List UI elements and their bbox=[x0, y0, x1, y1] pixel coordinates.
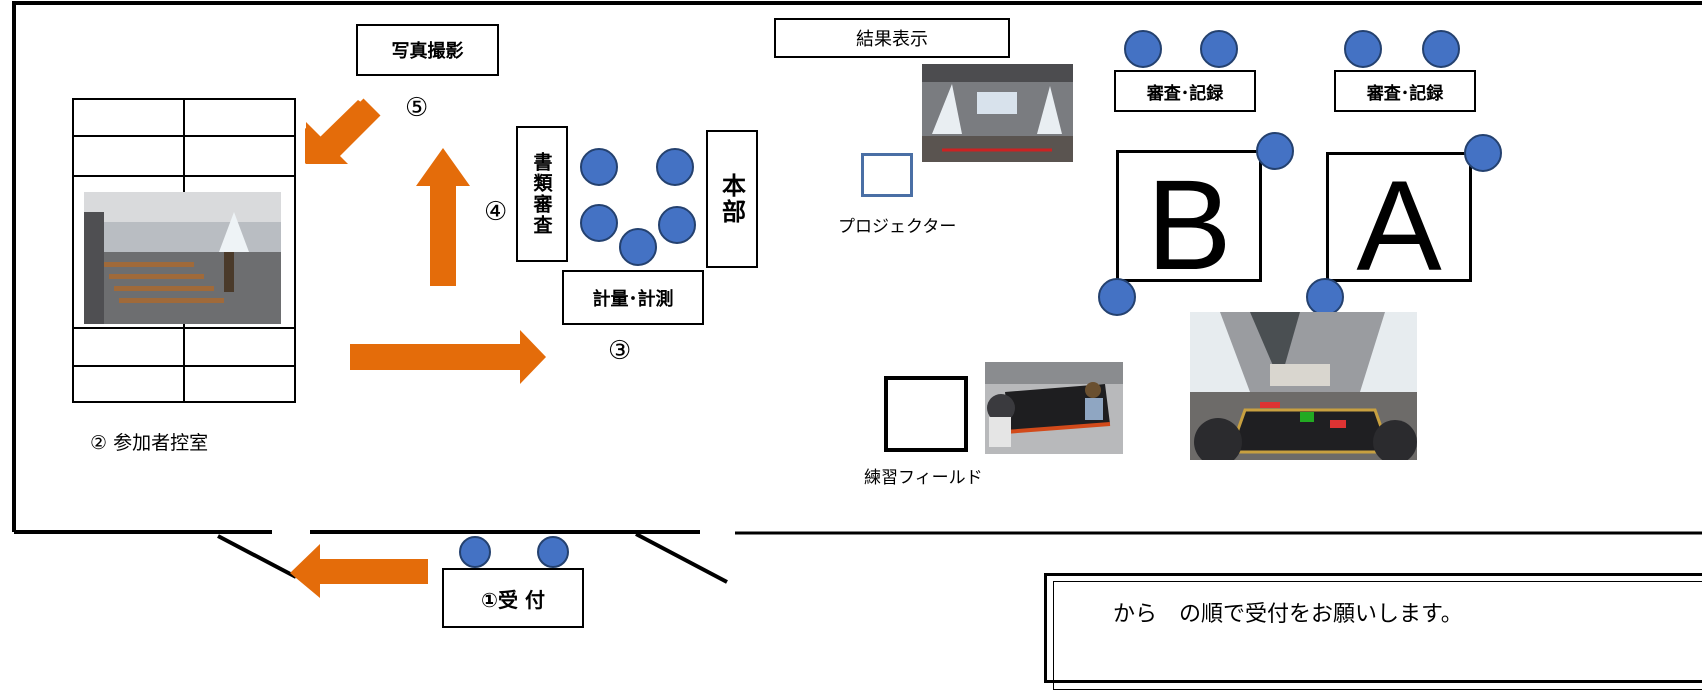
judge-record-desk-b: 審査･記録 bbox=[1114, 70, 1256, 112]
judge-dot bbox=[1344, 30, 1382, 68]
arrow-exit bbox=[290, 544, 428, 598]
document-review: 書類審査 bbox=[516, 126, 568, 262]
results-display-label: 結果表示 bbox=[856, 29, 928, 50]
floor-walls bbox=[12, 1, 1702, 584]
practice-photo bbox=[985, 362, 1123, 454]
staff-dot bbox=[580, 148, 618, 186]
notice-text: から の順で受付をお願いします。 bbox=[1113, 602, 1463, 627]
referee-dot bbox=[1464, 134, 1502, 172]
headquarters: 本部 bbox=[706, 130, 758, 268]
document-review-label: 書類審査 bbox=[530, 152, 553, 236]
projector-label: プロジェクター bbox=[838, 217, 957, 237]
staff-dot bbox=[656, 148, 694, 186]
field-b: B bbox=[1116, 150, 1262, 290]
staff-dot bbox=[537, 536, 569, 568]
arrow-up bbox=[416, 148, 470, 286]
photo-station: 写真撮影 bbox=[356, 24, 499, 76]
step-3-marker: ③ bbox=[608, 336, 632, 366]
results-display: 結果表示 bbox=[774, 18, 1010, 58]
practice-field bbox=[884, 376, 968, 452]
step-5-marker: ⑤ bbox=[405, 93, 429, 123]
headquarters-label: 本部 bbox=[717, 173, 746, 225]
referee-dot bbox=[1306, 278, 1344, 316]
field-a-label: A bbox=[1356, 155, 1442, 298]
projector-icon bbox=[861, 153, 913, 197]
staff-dot bbox=[459, 536, 491, 568]
step-4-marker: ④ bbox=[484, 197, 508, 227]
field-a: A bbox=[1326, 152, 1472, 291]
staff-dot bbox=[619, 228, 657, 266]
staff-dot bbox=[658, 206, 696, 244]
measurement-label: 計量･計測 bbox=[592, 288, 674, 310]
referee-dot bbox=[1256, 132, 1294, 170]
waiting-room-photo bbox=[84, 192, 281, 324]
judge-record-label-a: 審査･記録 bbox=[1366, 83, 1444, 104]
waiting-room-label: ② 参加者控室 bbox=[90, 432, 209, 454]
staff-dot bbox=[580, 204, 618, 242]
judge-dot bbox=[1200, 30, 1238, 68]
arrow-diagonal-clean bbox=[306, 98, 381, 164]
practice-field-label: 練習フィールド bbox=[864, 468, 983, 488]
field-photo bbox=[1190, 312, 1417, 460]
judge-record-label-b: 審査･記録 bbox=[1146, 83, 1224, 104]
photo-station-label: 写真撮影 bbox=[391, 41, 464, 62]
reception-desk: ①受 付 bbox=[442, 568, 584, 628]
judge-dot bbox=[1422, 30, 1460, 68]
arrow-right bbox=[350, 330, 546, 384]
waiting-room bbox=[72, 98, 296, 403]
referee-dot bbox=[1098, 278, 1136, 316]
measurement-station: 計量･計測 bbox=[562, 270, 704, 325]
reception-label: ①受 付 bbox=[481, 587, 545, 612]
field-b-label: B bbox=[1146, 154, 1232, 297]
judge-dot bbox=[1124, 30, 1162, 68]
judge-record-desk-a: 審査･記録 bbox=[1334, 70, 1476, 112]
results-photo bbox=[922, 64, 1073, 162]
notice-box: から の順で受付をお願いします。 bbox=[1044, 573, 1702, 690]
